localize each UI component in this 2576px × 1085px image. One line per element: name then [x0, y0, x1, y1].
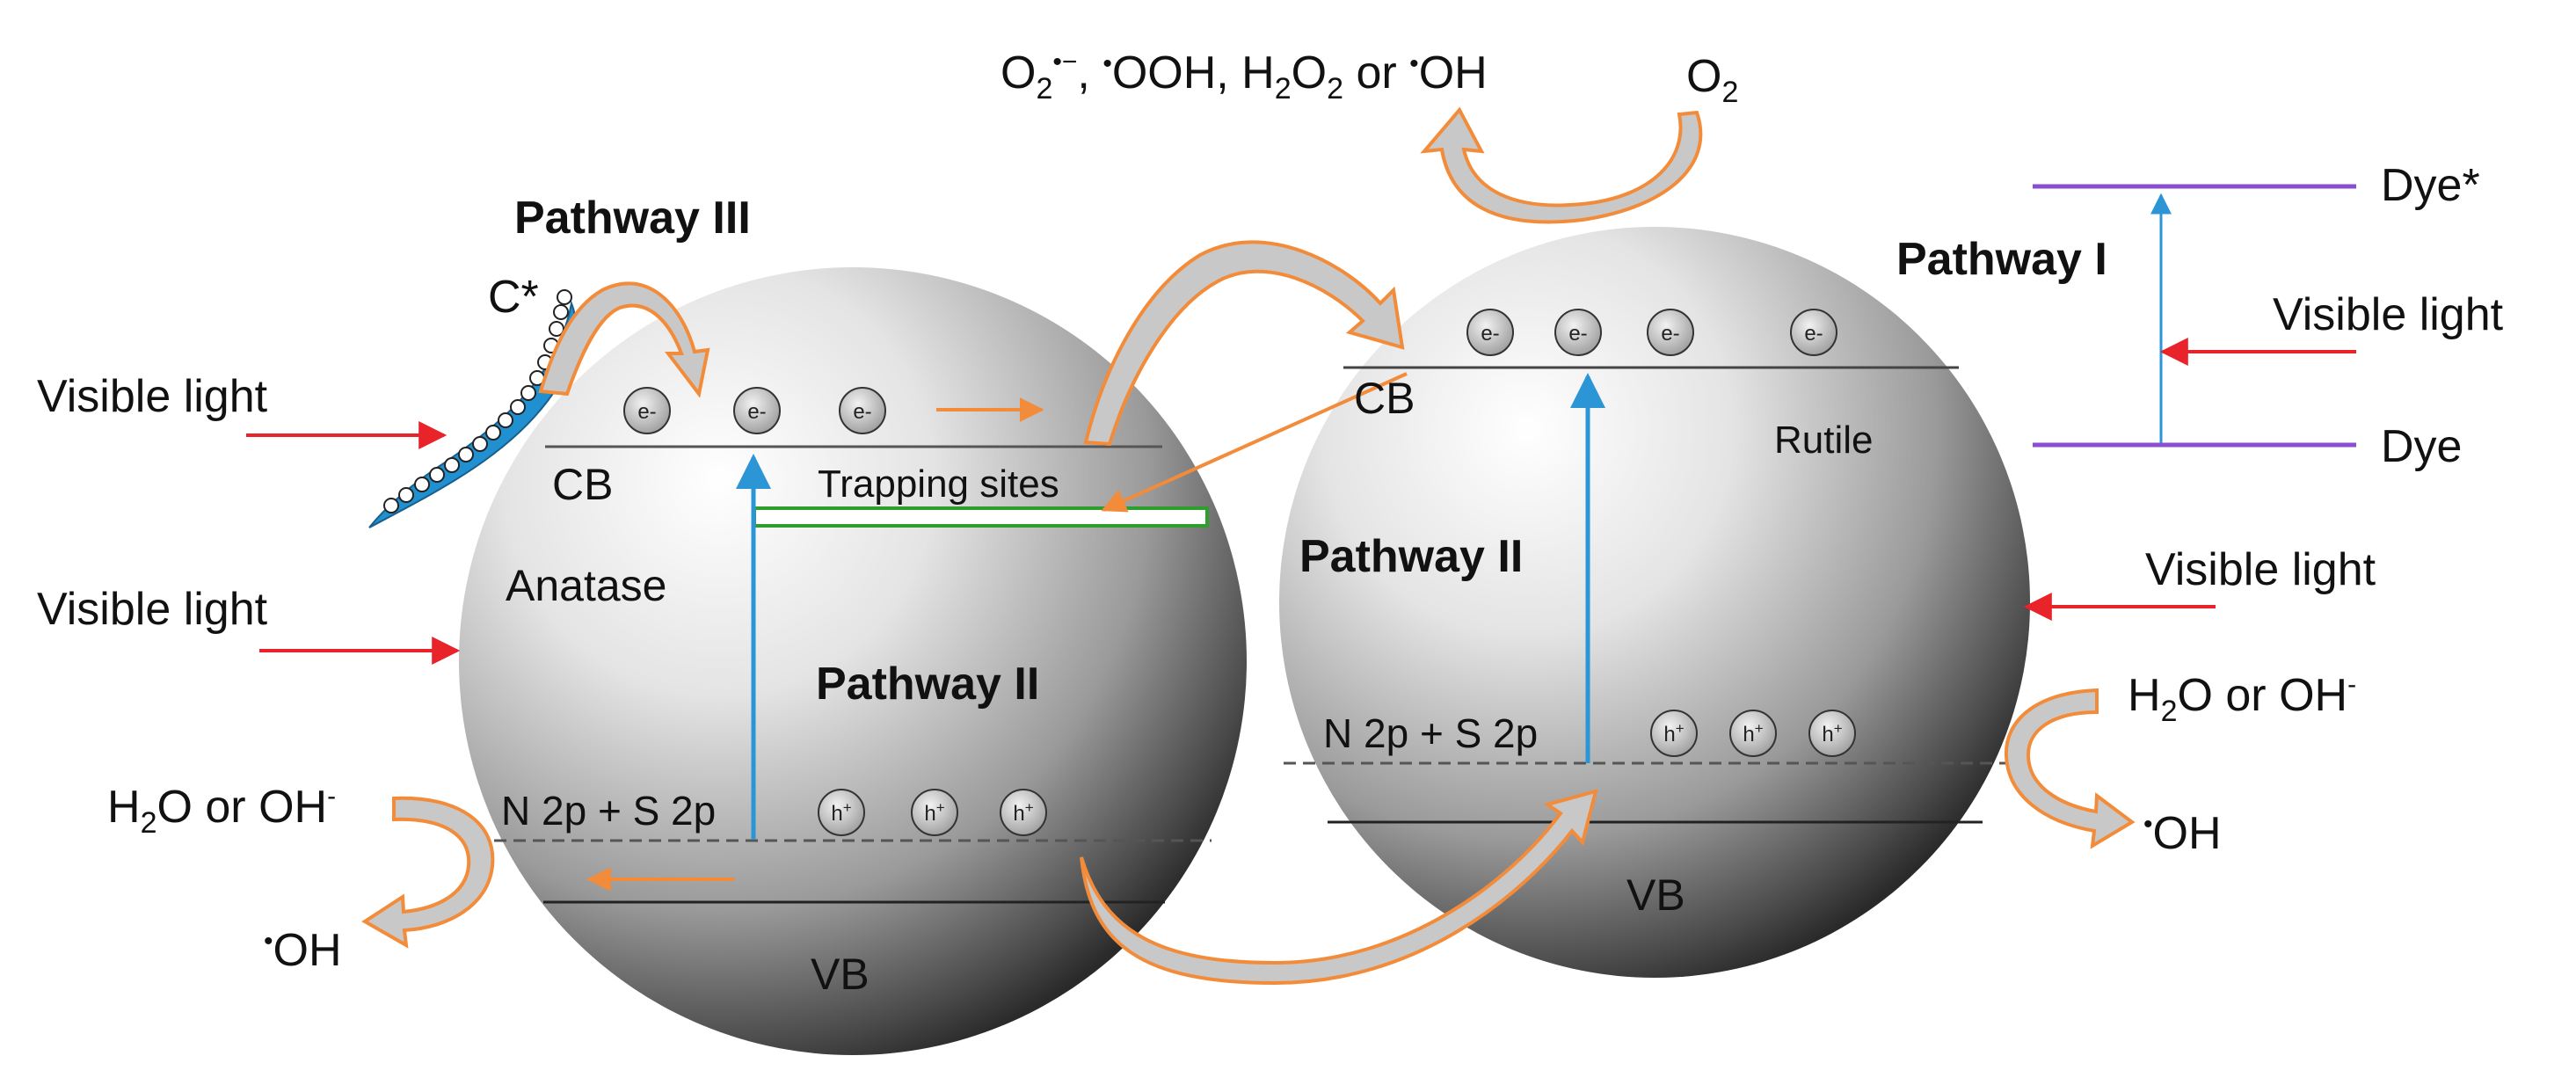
svg-text:h+: h+ — [831, 799, 851, 826]
pathway-2-right-label: Pathway II — [1299, 531, 1523, 582]
pathway-2-left-label: Pathway II — [816, 659, 1039, 710]
trapping-sites-level — [753, 506, 1209, 528]
hole-particle: h+ — [1000, 789, 1047, 836]
electron-particle: e- — [623, 387, 671, 434]
left-water-hydroxide-label: H2O or OH- — [107, 782, 336, 840]
hole-particle: h+ — [818, 789, 865, 836]
carbon-bead — [444, 457, 460, 473]
svg-text:e-: e- — [1568, 322, 1587, 346]
anatase-sphere — [459, 267, 1247, 1055]
carbon-bead — [557, 289, 572, 305]
electron-particle: e- — [1647, 309, 1694, 356]
oxygen-label: O2 — [1686, 51, 1738, 109]
carbon-bead — [383, 498, 399, 513]
right-water-hydroxide-label: H2O or OH- — [2128, 670, 2356, 728]
visible-light-label-3: Visible light — [2273, 289, 2504, 340]
anatase-cb-label: CB — [552, 460, 613, 509]
hole-particle: h+ — [1729, 710, 1777, 757]
electron-particle: e- — [839, 387, 886, 434]
carbon-bead — [429, 467, 445, 483]
carbon-star-label: C* — [488, 272, 539, 323]
rutile-vb-label: VB — [1626, 870, 1685, 920]
pathway-3-label: Pathway III — [514, 193, 751, 244]
electron-particle: e- — [1466, 309, 1514, 356]
electron-particle: e- — [1554, 309, 1602, 356]
hole-particle: h+ — [1808, 710, 1856, 757]
svg-text:e-: e- — [1804, 322, 1823, 346]
carbon-bead — [498, 412, 513, 428]
svg-text:e-: e- — [853, 400, 871, 424]
carbon-bead — [472, 436, 488, 452]
pathway3-transfer-arrow — [538, 281, 710, 398]
rutile-label: Rutile — [1774, 419, 1874, 462]
carbon-bead — [510, 399, 526, 415]
carbon-bead — [414, 477, 430, 492]
carbon-bead — [485, 425, 501, 441]
electron-trap-arrow — [1101, 372, 1408, 513]
svg-text:h+: h+ — [1822, 720, 1842, 746]
trapping-sites-label: Trapping sites — [818, 462, 1059, 506]
left-hydroxyl-radical-label: •OH — [264, 925, 342, 976]
anatase-n2p-s2p-label: N 2p + S 2p — [501, 788, 716, 834]
carbon-bead — [553, 304, 569, 320]
charge-carriers: e-e-e-e-e-e-e-h+ h+ h+ h+ h+ h+ — [623, 309, 1856, 836]
svg-text:h+: h+ — [924, 799, 944, 826]
electron-particle: e- — [1790, 309, 1837, 356]
carbon-bead — [549, 321, 564, 337]
svg-text:e-: e- — [637, 400, 656, 424]
anatase-label: Anatase — [506, 561, 666, 610]
pathway-1-label: Pathway I — [1896, 234, 2107, 285]
rutile-cb-label: CB — [1354, 374, 1415, 423]
svg-text:h+: h+ — [1743, 720, 1763, 746]
rutile-sphere — [1279, 227, 2030, 978]
hole-particle: h+ — [911, 789, 958, 836]
rutile-n2p-s2p-label: N 2p + S 2p — [1323, 710, 1538, 756]
svg-text:h+: h+ — [1663, 720, 1684, 746]
dye-star-label: Dye* — [2381, 160, 2480, 211]
visible-light-label-1: Visible light — [37, 371, 268, 422]
ros-products-label: O2•−, •OOH, H2O2 or •OH — [1001, 47, 1488, 106]
oxygen-reduction-arrow — [1420, 106, 1703, 224]
electron-particle: e- — [733, 387, 781, 434]
dye-label: Dye — [2381, 421, 2462, 472]
visible-light-label-4: Visible light — [2145, 544, 2376, 595]
carbon-bead — [458, 447, 474, 462]
right-hydroxyl-formation-arrow — [2004, 688, 2136, 849]
left-hydroxyl-formation-arrow — [361, 796, 495, 949]
carbon-bead — [398, 487, 414, 503]
anatase-vb-label: VB — [811, 950, 870, 999]
svg-text:e-: e- — [1661, 322, 1679, 346]
svg-text:e-: e- — [747, 400, 766, 424]
rutile-to-anatase-hole-arrow — [1080, 789, 1598, 986]
hole-particle: h+ — [1650, 710, 1698, 757]
anatase-to-rutile-electron-arrow — [1083, 240, 1405, 447]
svg-text:e-: e- — [1481, 322, 1499, 346]
right-hydroxyl-radical-label: •OH — [2143, 808, 2222, 859]
visible-light-label-2: Visible light — [37, 584, 268, 635]
svg-text:h+: h+ — [1013, 799, 1033, 826]
carbon-sensitizer — [368, 300, 578, 528]
carbon-bead — [520, 385, 536, 401]
